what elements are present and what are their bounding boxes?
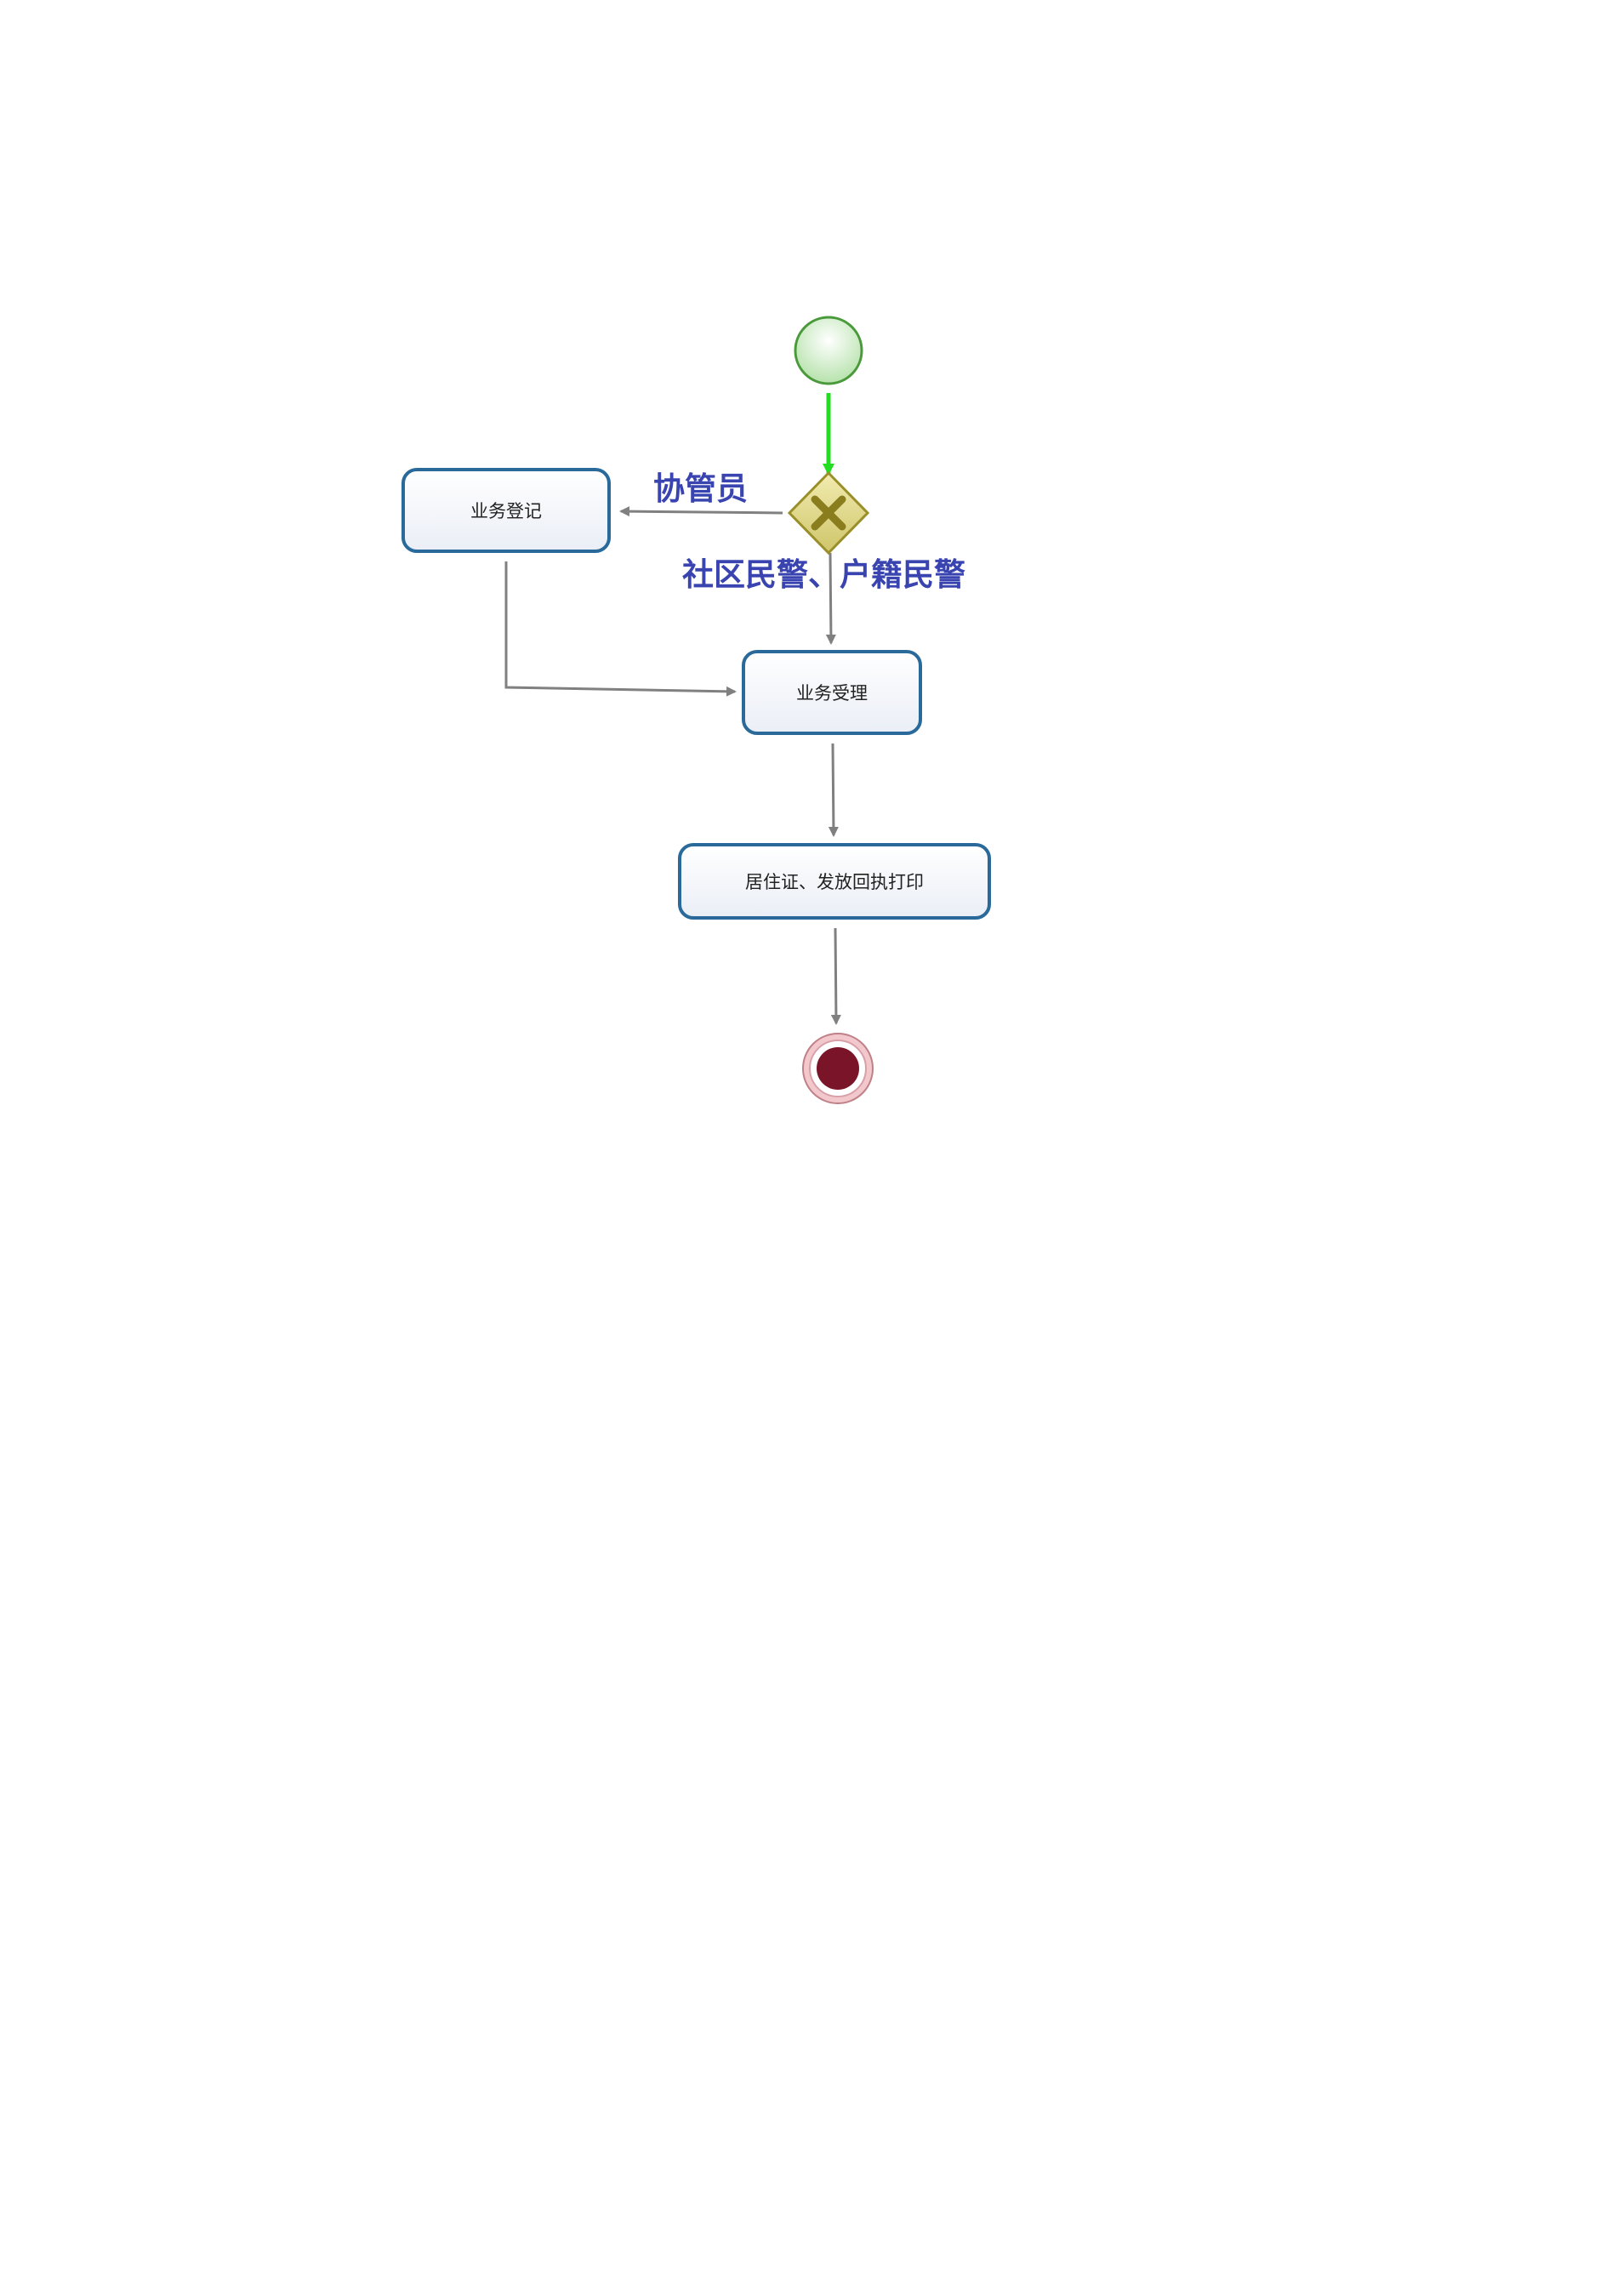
task-accept[interactable]: 业务受理: [742, 650, 922, 735]
flow-label-police: 社区民警、户籍民警: [682, 556, 965, 593]
flow-gateway-to-register: [619, 506, 783, 517]
task-register-label: 业务登记: [470, 501, 542, 521]
task-accept-label: 业务受理: [796, 683, 868, 704]
flow-register-to-accept: [504, 561, 737, 697]
flow-accept-to-print: [828, 743, 839, 837]
start-event[interactable]: [794, 316, 863, 385]
task-register[interactable]: 业务登记: [401, 468, 611, 553]
exclusive-gateway[interactable]: [787, 470, 870, 555]
task-print[interactable]: 居住证、发放回执打印: [678, 843, 991, 920]
x-icon: [811, 495, 846, 531]
flow-gateway-to-accept: [825, 552, 836, 645]
flow-label-coordinator: 协管员: [653, 470, 748, 507]
flow-print-to-end: [830, 927, 841, 1025]
end-event[interactable]: [802, 1033, 874, 1104]
task-print-label: 居住证、发放回执打印: [745, 872, 924, 892]
